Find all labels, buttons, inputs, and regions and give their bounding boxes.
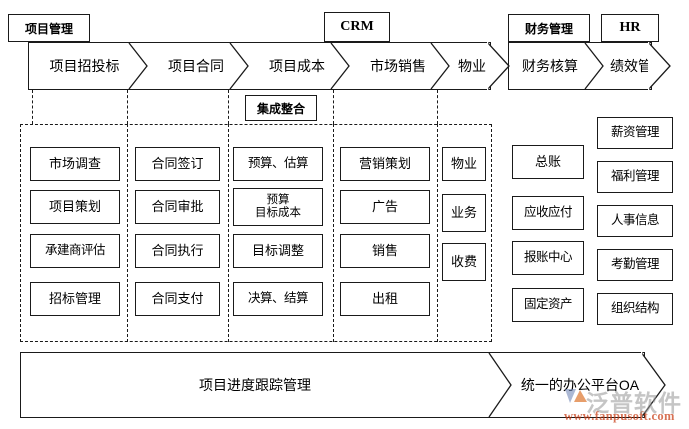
footer-progress-label: 项目进度跟踪管理 — [199, 377, 311, 393]
feature-label: 出租 — [371, 290, 398, 306]
feature-box[interactable]: 收费 — [442, 243, 486, 281]
feature-label: 项目策划 — [48, 198, 101, 214]
process-step-label: 物业 — [458, 58, 486, 74]
feature-box[interactable]: 报账中心 — [512, 241, 584, 275]
feature-box[interactable]: 目标调整 — [233, 234, 323, 268]
feature-box[interactable]: 承建商评估 — [30, 234, 120, 268]
module-tab-finance-management[interactable]: 财务管理 — [508, 14, 590, 42]
feature-box[interactable]: 预算 目标成本 — [233, 188, 323, 226]
process-step-label: 绩效管理 — [610, 58, 666, 74]
feature-label: 招标管理 — [48, 290, 101, 306]
column-connector — [437, 90, 438, 124]
feature-label: 人事信息 — [610, 213, 660, 228]
feature-label: 薪资管理 — [610, 125, 660, 140]
feature-label: 目标调整 — [251, 242, 304, 258]
footer-oa-label: 统一的办公平台OA — [520, 377, 640, 393]
process-step-label: 财务核算 — [522, 58, 578, 74]
column-connector — [228, 90, 229, 124]
footer-bar — [20, 352, 645, 418]
feature-label: 预算、估算 — [247, 156, 309, 171]
feature-box[interactable]: 物业 — [442, 147, 486, 181]
column-connector — [32, 90, 33, 124]
feature-label: 报账中心 — [523, 250, 573, 265]
feature-box[interactable]: 合同支付 — [135, 282, 220, 316]
feature-box[interactable]: 薪资管理 — [597, 117, 673, 149]
module-tab-crm[interactable]: CRM — [324, 12, 390, 42]
feature-label: 合同审批 — [151, 198, 204, 214]
process-band-left — [28, 42, 491, 90]
process-step-label: 市场销售 — [370, 58, 426, 74]
module-tab-label: CRM — [340, 19, 374, 34]
feature-box[interactable]: 销售 — [340, 234, 430, 268]
group-column-separator — [127, 124, 128, 342]
feature-label: 应收应付 — [523, 205, 573, 220]
feature-label: 收费 — [450, 253, 477, 269]
process-step-bidding[interactable]: 项目招投标 — [32, 42, 137, 90]
feature-label: 业务 — [450, 204, 477, 220]
feature-box[interactable]: 市场调查 — [30, 147, 120, 181]
feature-box[interactable]: 预算、估算 — [233, 147, 323, 181]
feature-box[interactable]: 营销策划 — [340, 147, 430, 181]
feature-label: 组织结构 — [610, 301, 660, 316]
feature-box[interactable]: 固定资产 — [512, 288, 584, 322]
feature-label: 总账 — [534, 153, 561, 169]
feature-label: 决算、结算 — [247, 291, 309, 306]
feature-box[interactable]: 合同签订 — [135, 147, 220, 181]
feature-label-line2: 目标成本 — [255, 207, 301, 219]
integration-note-box: 集成整合 — [245, 95, 317, 121]
feature-label: 营销策划 — [358, 155, 411, 171]
feature-box[interactable]: 福利管理 — [597, 161, 673, 193]
feature-box[interactable]: 总账 — [512, 145, 584, 179]
feature-label: 承建商评估 — [44, 243, 106, 258]
feature-box[interactable]: 招标管理 — [30, 282, 120, 316]
process-step-cost[interactable]: 项目成本 — [251, 42, 343, 90]
group-column-separator — [333, 124, 334, 342]
column-connector — [127, 90, 128, 124]
feature-box[interactable]: 出租 — [340, 282, 430, 316]
column-connector — [333, 90, 334, 124]
feature-label: 合同签订 — [151, 155, 204, 171]
feature-label: 销售 — [371, 242, 398, 258]
feature-box[interactable]: 项目策划 — [30, 190, 120, 224]
process-step-marketing-sales[interactable]: 市场销售 — [352, 42, 444, 90]
feature-box[interactable]: 合同执行 — [135, 234, 220, 268]
feature-box[interactable]: 应收应付 — [512, 196, 584, 230]
feature-label: 合同支付 — [151, 290, 204, 306]
process-step-contract[interactable]: 项目合同 — [150, 42, 242, 90]
feature-label: 合同执行 — [151, 242, 204, 258]
feature-box[interactable]: 合同审批 — [135, 190, 220, 224]
feature-box[interactable]: 广告 — [340, 190, 430, 224]
feature-box[interactable]: 决算、结算 — [233, 282, 323, 316]
feature-label: 福利管理 — [610, 169, 660, 184]
process-step-label: 项目招投标 — [49, 58, 120, 74]
process-step-financial-accounting[interactable]: 财务核算 — [510, 42, 590, 90]
module-tab-label: 财务管理 — [524, 21, 573, 36]
module-tab-hr[interactable]: HR — [601, 14, 659, 42]
feature-label: 物业 — [450, 155, 477, 171]
feature-box[interactable]: 组织结构 — [597, 293, 673, 325]
group-column-separator — [437, 124, 438, 342]
feature-label: 广告 — [371, 198, 398, 214]
process-step-performance-management[interactable]: 绩效管理 — [598, 42, 678, 90]
module-tab-project-management[interactable]: 项目管理 — [8, 14, 90, 42]
core-modules-group — [20, 124, 492, 342]
feature-box[interactable]: 业务 — [442, 194, 486, 232]
module-tab-label: HR — [619, 20, 641, 35]
feature-label: 固定资产 — [523, 297, 573, 312]
process-step-label: 项目合同 — [168, 58, 224, 74]
process-step-property[interactable]: 物业 — [449, 42, 495, 90]
process-step-label: 项目成本 — [269, 58, 325, 74]
integration-note-label: 集成整合 — [256, 101, 305, 116]
group-column-separator — [228, 124, 229, 342]
module-tab-label: 项目管理 — [24, 21, 73, 36]
feature-label: 市场调查 — [48, 155, 101, 171]
feature-label-line1: 预算 — [266, 194, 290, 207]
feature-box[interactable]: 考勤管理 — [597, 249, 673, 281]
feature-label: 考勤管理 — [610, 257, 660, 272]
feature-box[interactable]: 人事信息 — [597, 205, 673, 237]
